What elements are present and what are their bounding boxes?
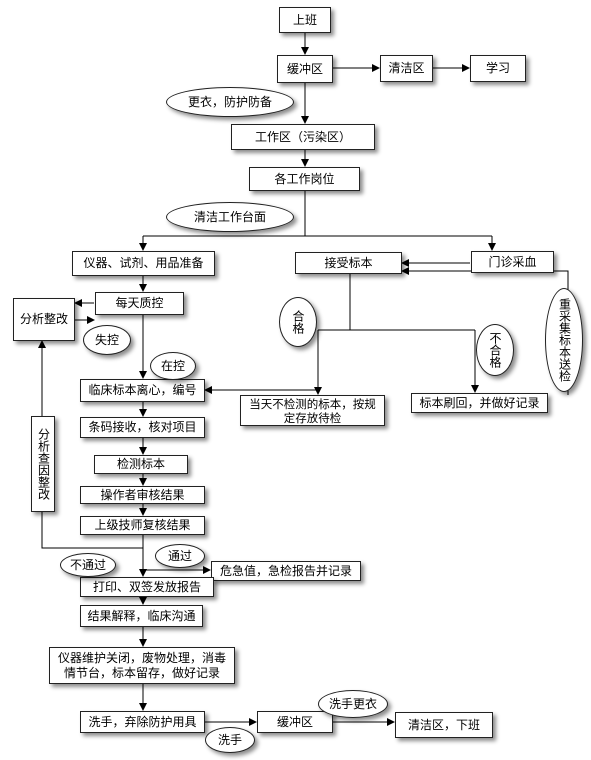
node-work-posts: 各工作岗位 <box>249 167 360 191</box>
node-buffer-zone-2: 缓冲区 <box>257 711 333 733</box>
node-print-report: 打印、双签发放报告 <box>80 577 214 597</box>
node-analyze-cause: 分析查因整改 <box>31 416 55 512</box>
node-operator-review: 操作者审核结果 <box>80 486 205 504</box>
node-prep-instruments: 仪器、试剂、用品准备 <box>72 251 215 276</box>
node-receive-specimen: 接受标本 <box>295 252 402 274</box>
node-explain-results: 结果解释，临床沟通 <box>80 605 203 627</box>
node-store-pending: 当天不检测的标本，按规定存放待检 <box>240 395 385 426</box>
oval-wash-change: 洗手更衣 <box>318 690 388 718</box>
node-start-work: 上班 <box>279 7 331 33</box>
node-analyze-rectify: 分析整改 <box>13 298 75 341</box>
oval-in-control: 在控 <box>150 352 196 380</box>
node-clean-leave: 清洁区，下班 <box>395 712 493 738</box>
oval-passed: 通过 <box>155 544 205 568</box>
node-senior-review: 上级技师复核结果 <box>80 516 205 535</box>
oval-out-of-control: 失控 <box>83 325 131 355</box>
node-study: 学习 <box>470 55 526 82</box>
node-maintenance: 仪器维护关闭，废物处理，消毒情节台，标本留存，做好记录 <box>49 647 235 684</box>
node-return-specimen: 标本刷回，并做好记录 <box>411 393 548 413</box>
node-barcode-check: 条码接收，核对项目 <box>80 417 205 438</box>
oval-clean-bench: 清洁工作台面 <box>166 202 294 232</box>
oval-qualified: 合格 <box>279 297 317 347</box>
oval-redraw-specimen: 重采集标本送检 <box>545 288 583 392</box>
oval-unqualified: 不合格 <box>476 324 514 376</box>
node-daily-qc: 每天质控 <box>95 292 184 315</box>
oval-not-passed: 不通过 <box>60 553 116 577</box>
node-centrifuge-number: 临床标本离心，编号 <box>80 379 205 402</box>
oval-change-clothes: 更衣，防护防备 <box>166 87 294 117</box>
oval-wash-hands: 洗手 <box>205 727 255 753</box>
node-wash-remove: 洗手，弃除防护用具 <box>80 711 205 733</box>
node-critical-value: 危急值，急检报告并记录 <box>211 561 361 581</box>
node-outpatient-blood: 门诊采血 <box>471 251 554 273</box>
node-work-zone: 工作区（污染区） <box>231 124 375 150</box>
node-buffer-zone: 缓冲区 <box>277 55 333 83</box>
node-test-specimen: 检测标本 <box>94 455 188 474</box>
node-clean-zone: 清洁区 <box>380 55 433 82</box>
